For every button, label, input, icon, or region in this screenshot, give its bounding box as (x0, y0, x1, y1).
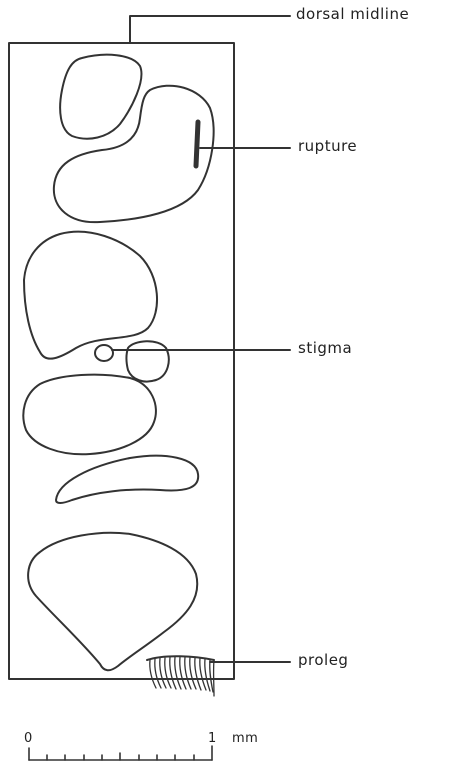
rupture-label: rupture (298, 137, 357, 155)
plate-4 (127, 341, 169, 381)
dorsal-midline-leader (130, 16, 290, 43)
plate-6 (56, 456, 198, 503)
scale-unit-label: mm (232, 731, 258, 746)
plate-7 (28, 533, 197, 670)
plate-3 (24, 232, 157, 359)
plate-5 (23, 375, 156, 455)
scale-bar (29, 746, 212, 760)
rupture-mark (196, 122, 198, 166)
scale-start-label: 0 (24, 731, 33, 746)
segment-frame (9, 43, 234, 679)
plate-2 (54, 86, 214, 222)
proleg-label: proleg (298, 651, 348, 669)
stigma (95, 345, 113, 361)
scale-end-label: 1 (208, 731, 217, 746)
dorsal-midline-label: dorsal midline (296, 5, 409, 23)
stigma-label: stigma (298, 339, 352, 357)
plate-1 (60, 55, 141, 139)
proleg-crochets (150, 657, 214, 696)
